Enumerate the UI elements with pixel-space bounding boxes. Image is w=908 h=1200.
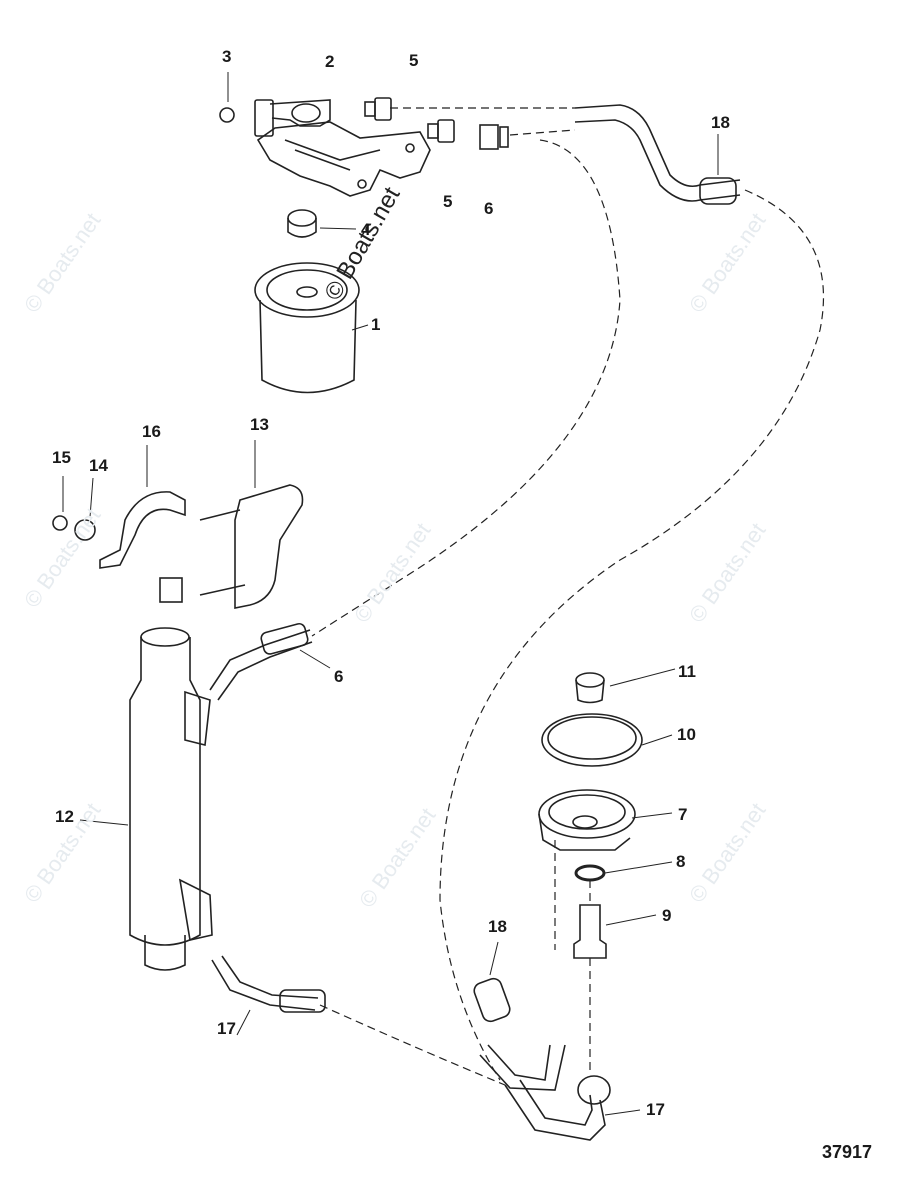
callout-17b: 17 <box>646 1100 665 1119</box>
callout-16: 16 <box>142 422 161 441</box>
callout-5b: 5 <box>443 192 453 211</box>
callout-4: 4 <box>361 220 371 239</box>
callout-8: 8 <box>676 852 686 871</box>
callout-5a: 5 <box>409 51 419 70</box>
callout-9: 9 <box>662 906 672 925</box>
callout-2: 2 <box>325 52 335 71</box>
callout-17a: 17 <box>217 1019 236 1038</box>
callout-6a: 6 <box>484 199 494 218</box>
callout-1: 1 <box>371 315 381 334</box>
callout-14: 14 <box>89 456 108 475</box>
callout-13: 13 <box>250 415 269 434</box>
filter-head-bracket-part <box>254 99 431 197</box>
callout-3: 3 <box>222 47 232 66</box>
callout-18a: 18 <box>711 113 730 132</box>
callout-6b: 6 <box>334 667 344 686</box>
figure-number: 37917 <box>822 1142 873 1162</box>
callout-15: 15 <box>52 448 71 467</box>
callout-10: 10 <box>677 725 696 744</box>
callout-12: 12 <box>55 807 74 826</box>
callout-18b: 18 <box>488 917 507 936</box>
callout-7: 7 <box>678 805 688 824</box>
callout-11: 11 <box>678 662 696 681</box>
